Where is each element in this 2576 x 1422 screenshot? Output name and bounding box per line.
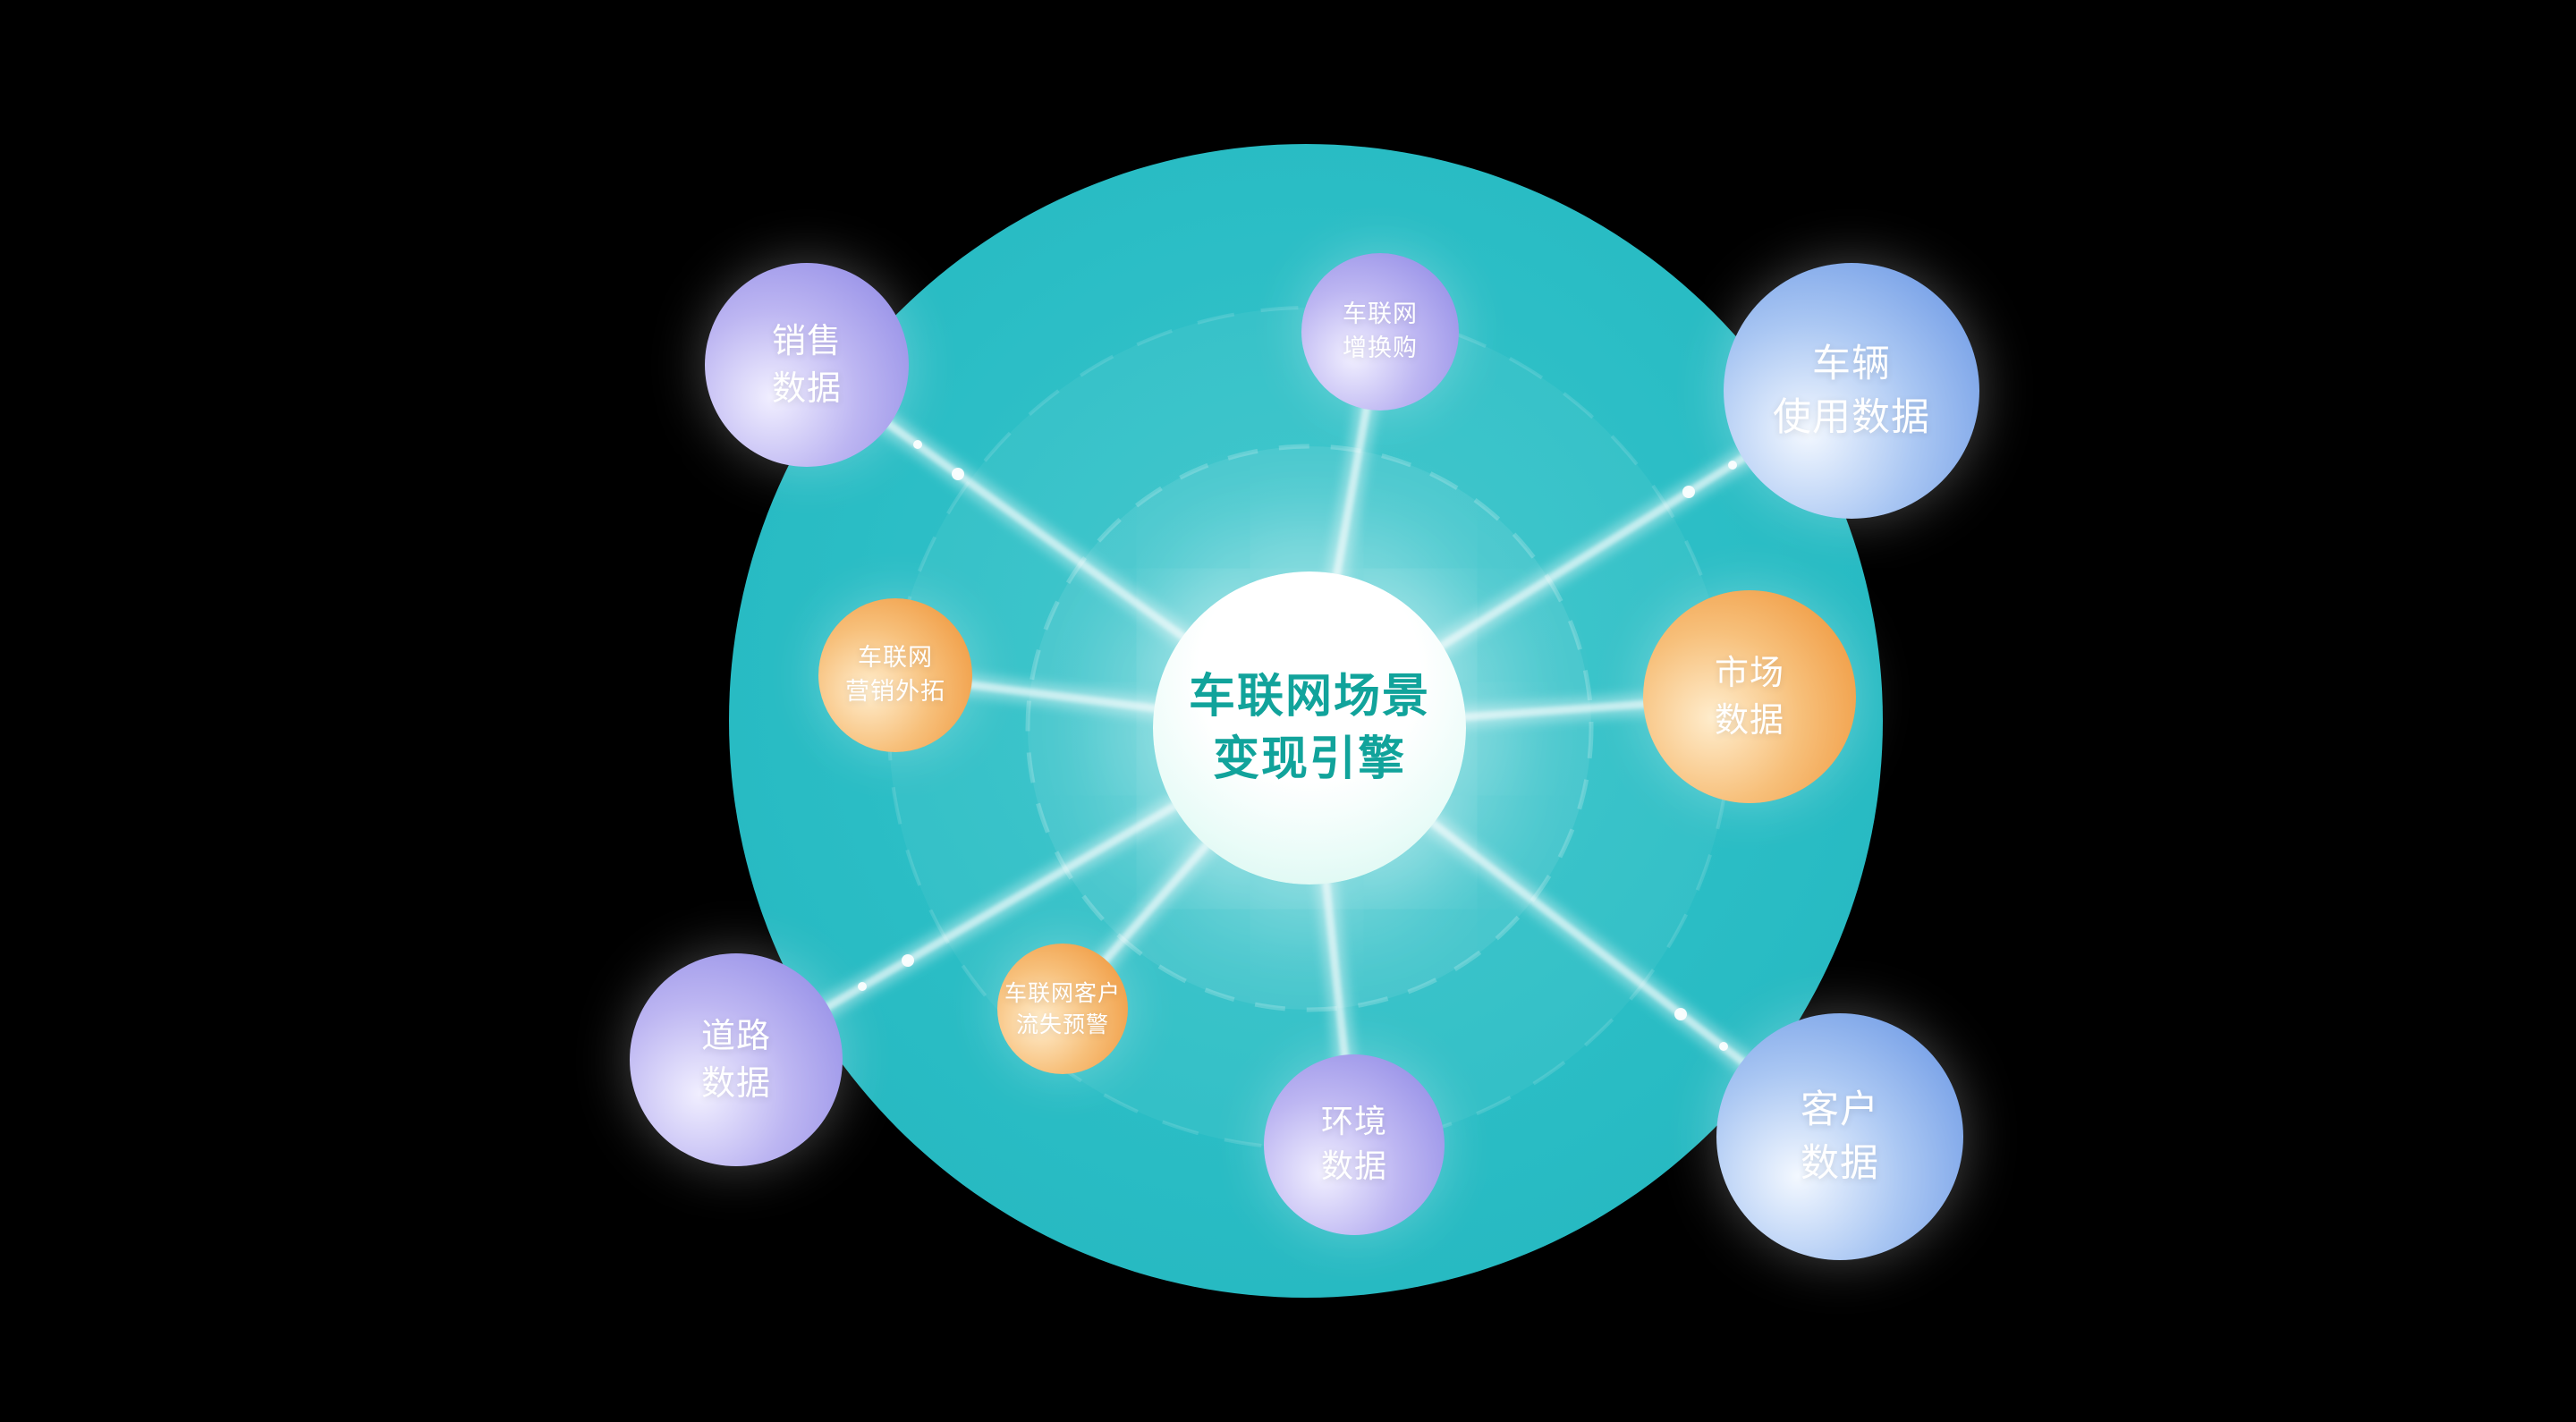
node-iov-marketing-expansion-label: 车联网 营销外拓 [845,644,945,706]
node-environment-data-label: 环境 数据 [1320,1103,1387,1185]
node-road-data: 道路 数据 [630,953,843,1166]
node-iov-customer-churn-warning: 车联网客户 流失预警 [997,944,1128,1074]
node-market-data: 市场 数据 [1643,590,1856,803]
node-vehicle-usage-data-label: 车辆 使用数据 [1773,341,1930,440]
node-sales-data: 销售 数据 [705,263,909,467]
node-iov-trade-in-repurchase: 车联网 增换购 [1301,253,1459,411]
node-sales-data-label: 销售 数据 [771,320,842,408]
ray-dots [858,440,1737,1051]
node-road-data-label: 道路 数据 [700,1015,771,1103]
node-customer-data: 客户 数据 [1716,1013,1963,1260]
node-environment-data: 环境 数据 [1264,1054,1445,1235]
node-market-data-label: 市场 数据 [1714,652,1784,740]
node-iov-trade-in-repurchase-label: 车联网 增换购 [1343,300,1418,362]
node-center-monetization-engine: 车联网场景 变现引擎 [1153,571,1466,885]
node-vehicle-usage-data: 车辆 使用数据 [1724,263,1979,519]
center-engine-label: 车联网场景 变现引擎 [1188,669,1430,786]
node-iov-marketing-expansion: 车联网 营销外拓 [818,598,972,752]
node-iov-customer-churn-warning-label: 车联网客户 流失预警 [1004,980,1121,1037]
node-customer-data-label: 客户 数据 [1801,1087,1879,1186]
